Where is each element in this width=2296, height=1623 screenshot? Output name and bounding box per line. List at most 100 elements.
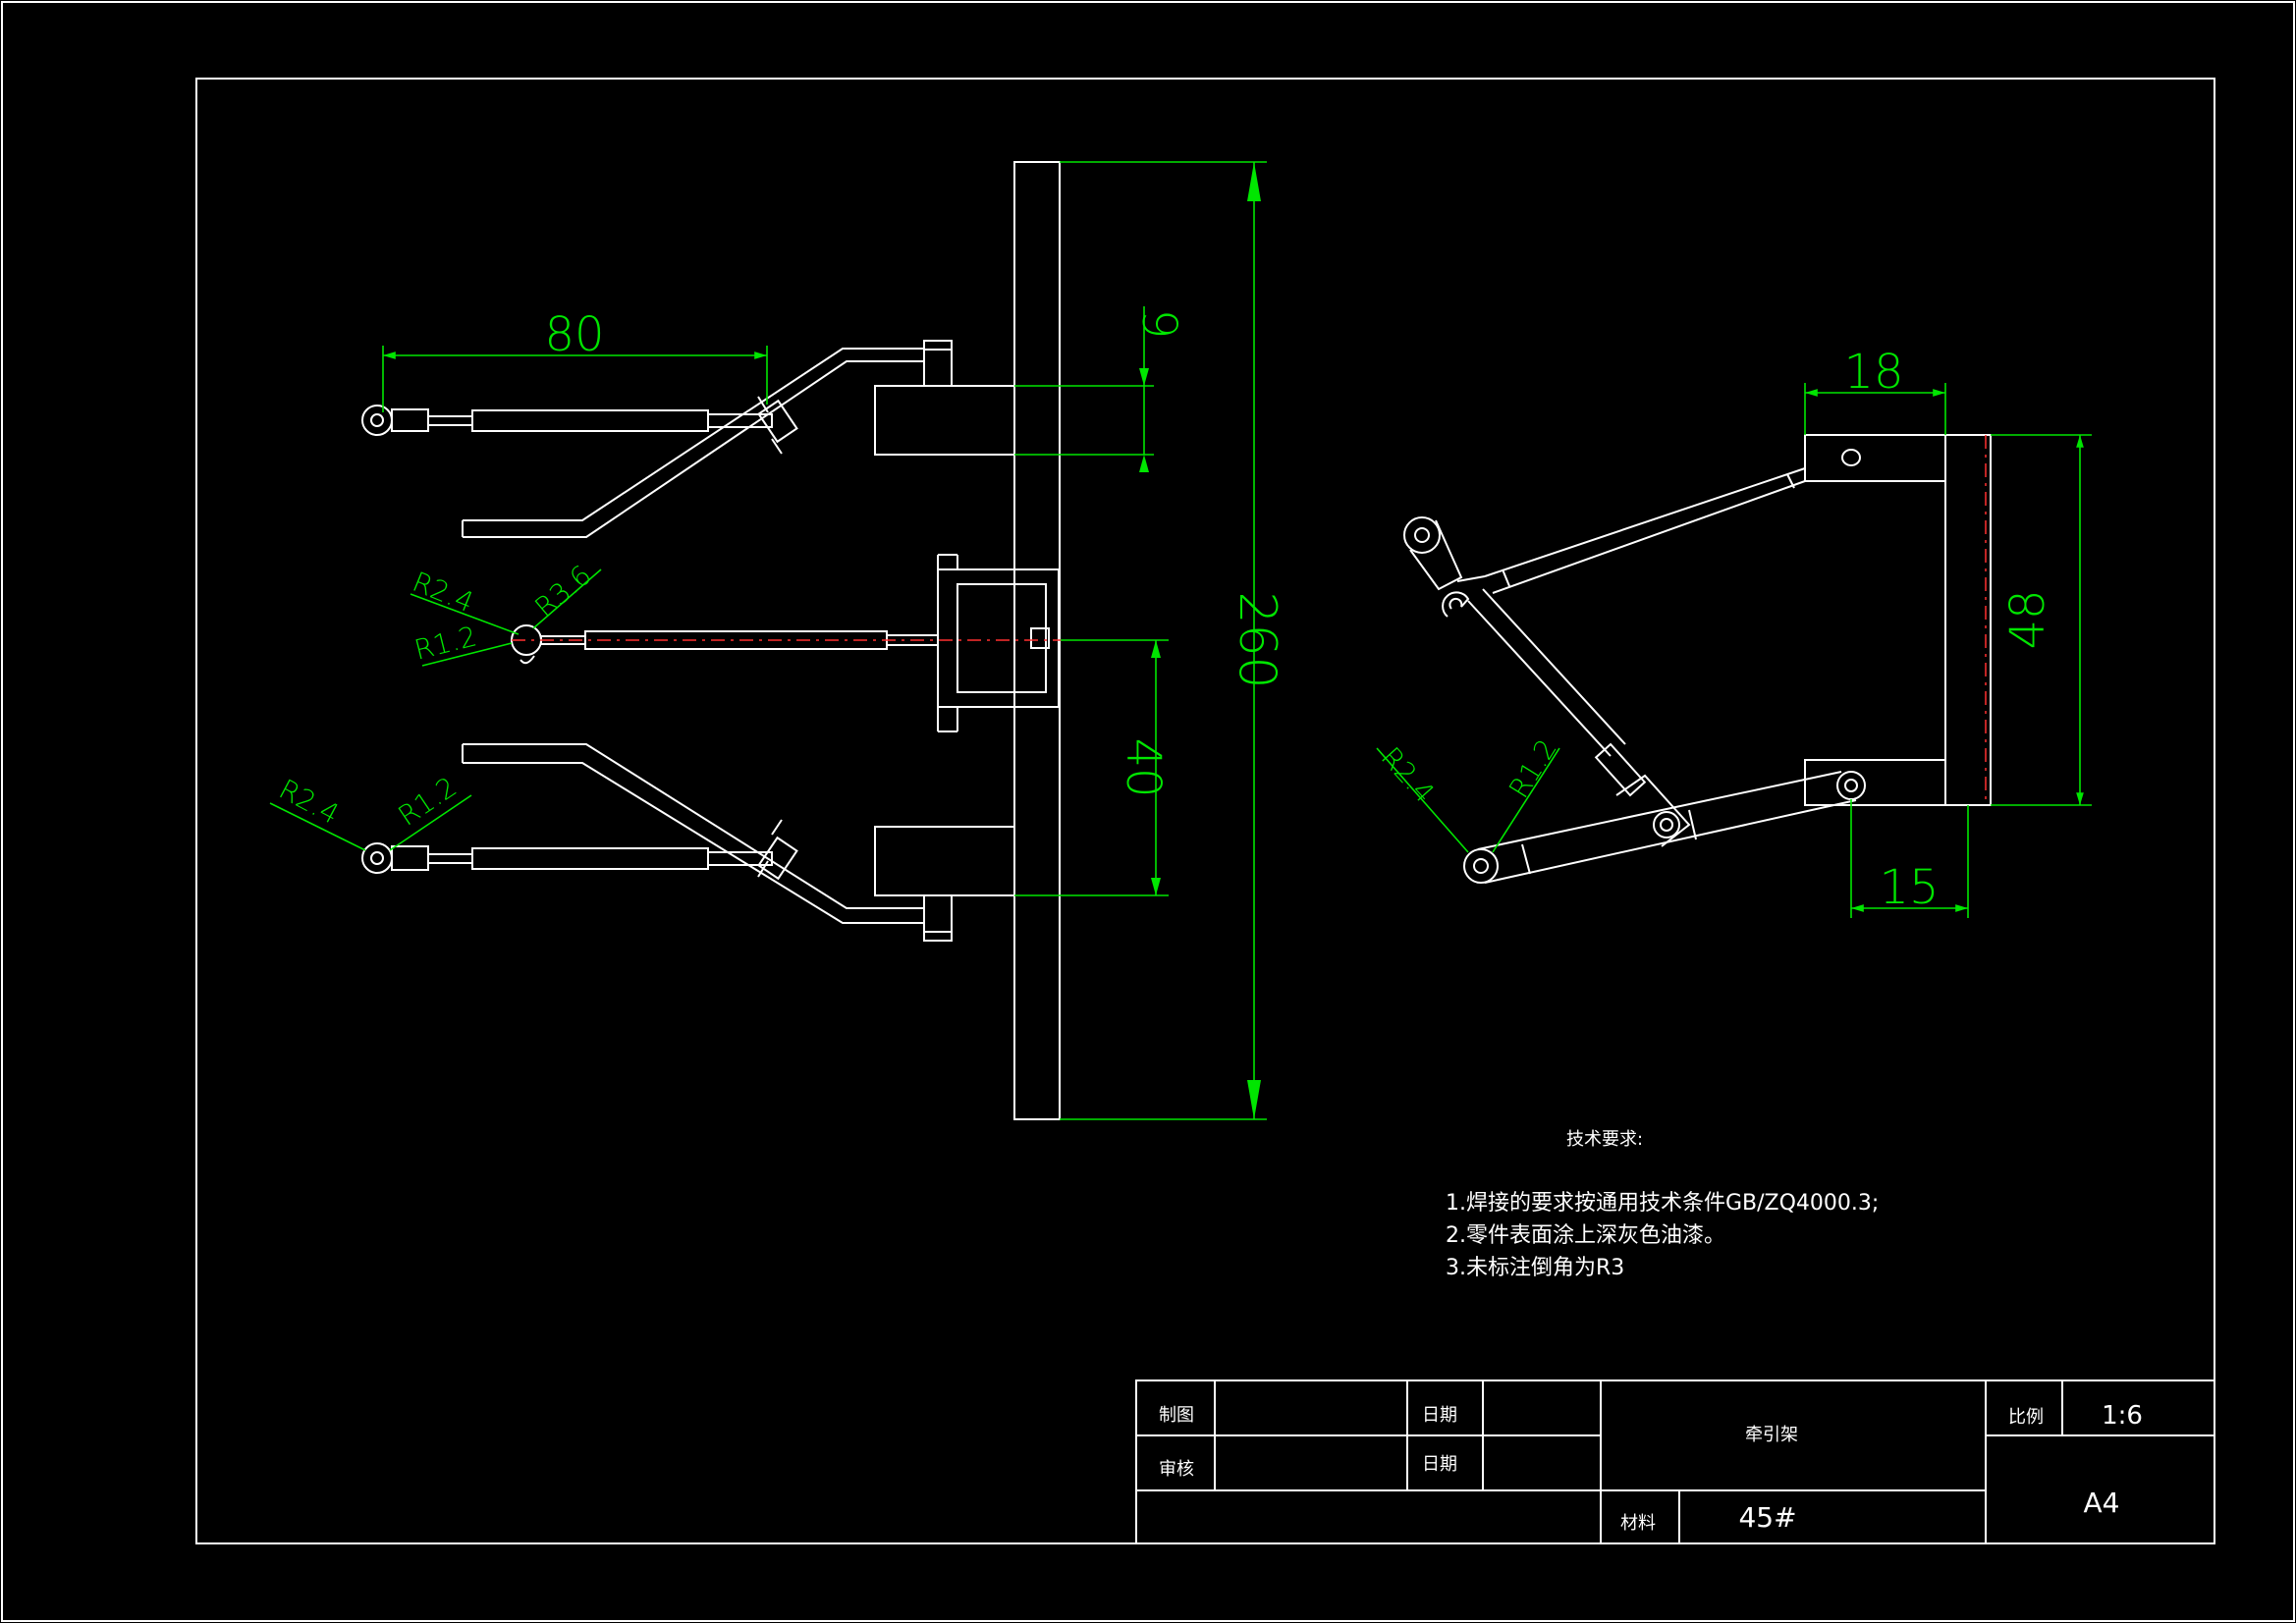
side-view: 18 48 15 R2.4 R1.2: [1375, 345, 2092, 918]
side-r24-text: R2.4: [1375, 741, 1441, 810]
tb-scale-value: 1:6: [2102, 1401, 2143, 1431]
upper-rod-joint: [757, 399, 798, 444]
lower-rod-eye-side: [1463, 848, 1499, 884]
dim260-arrow-top: [1247, 162, 1261, 201]
side-r24-leader: [1376, 747, 1469, 853]
strut-edge-b: [1482, 588, 1626, 745]
lower-lug-plate: [923, 894, 953, 942]
upper-mount-block: [874, 385, 1015, 456]
dim40-arrow-bottom: [1151, 878, 1161, 895]
r12-mid-text: R1.2: [411, 620, 480, 666]
upper-joint-pin-b: [771, 438, 783, 455]
lower-joint-eye: [1653, 811, 1680, 839]
upper-lug-plate: [923, 340, 953, 387]
lower-rod-eye: [361, 842, 393, 874]
upper-rod-tube: [471, 409, 709, 432]
lower-rod-tube: [471, 847, 709, 870]
upper-rod-clevis: [391, 408, 429, 432]
strut-edge-a: [1467, 600, 1612, 757]
upper-diag-edge-b: [1492, 480, 1806, 594]
side-bottom-eye-hole: [1844, 779, 1858, 792]
lower-joint-eye-hole: [1660, 818, 1673, 832]
middle-hitch-frame: [937, 568, 1060, 708]
title-block-frame: [1135, 1380, 2215, 1544]
title-block: 制图 审核 日期 日期 牵引架 材料 45# 比例 1:6 A4: [1135, 1380, 2215, 1544]
lower-diag-edge-b: [1484, 799, 1857, 884]
tech-req-item-1: 1.焊接的要求按通用技术条件GB/ZQ4000.3;: [1446, 1191, 1879, 1216]
lower-diag-sleeve-b: [1688, 809, 1697, 840]
dim40-text: 40: [1116, 737, 1171, 797]
tb-material-value: 45#: [1738, 1501, 1796, 1534]
lower-arm-outer: [463, 743, 924, 909]
r24-mid-text: R2.4: [408, 566, 478, 620]
r12-low-leader: [389, 794, 472, 851]
upper-diag-sleeve-a: [1786, 473, 1795, 489]
upper-clevis-link: [1456, 575, 1486, 582]
lower-arm-inner: [463, 762, 924, 924]
lower-rod-neck: [427, 853, 473, 864]
lower-diag-sleeve-a: [1521, 843, 1531, 875]
lower-joint-pin-b: [771, 819, 783, 836]
upper-clevis-eye-hole: [1414, 527, 1430, 543]
side-r12-leader: [1492, 747, 1560, 853]
side-top-bracket: [1804, 434, 1946, 482]
tech-req-item-2: 2.零件表面涂上深灰色油漆。: [1446, 1223, 1725, 1248]
lower-joint-pin-a: [757, 860, 769, 878]
dim40-arrow-top: [1151, 640, 1161, 658]
lower-rod-clevis: [391, 845, 429, 871]
dim15-text: 15: [1879, 860, 1939, 915]
lower-mount-block: [874, 826, 1015, 896]
upper-clevis-eye: [1403, 516, 1441, 554]
upper-rod-neck: [427, 415, 473, 426]
inner-border: [195, 78, 2215, 1544]
tb-scale-label: 比例: [2008, 1407, 2044, 1428]
r36-mid-text: R3.6: [528, 559, 597, 623]
dim18-text: 18: [1843, 345, 1903, 400]
side-bottom-bracket: [1804, 759, 1946, 806]
upper-diag-edge-a: [1484, 467, 1806, 577]
r24-low-leader: [269, 802, 366, 851]
lower-rod-eye-side-hole: [1473, 858, 1489, 874]
tb-material-label: 材料: [1620, 1513, 1656, 1534]
tech-req-heading: 技术要求:: [1566, 1129, 1643, 1150]
dim9-arrow-b: [1139, 455, 1149, 472]
tb-date-label-1: 日期: [1422, 1405, 1457, 1426]
top-view: 80 9 260 40 R2.4 R1.2 R3.6 R2.4 R1.2: [269, 161, 1286, 1120]
upper-rod-eye-hole: [370, 413, 384, 427]
tb-sheet-size: A4: [2084, 1487, 2120, 1519]
middle-rod-hook: [519, 655, 535, 665]
upper-diag-sleeve-b: [1502, 568, 1510, 587]
lower-rod-joint: [757, 836, 798, 881]
r12-mid-leader: [421, 642, 513, 667]
middle-hitch-inner: [957, 583, 1047, 693]
side-post: [1944, 434, 1992, 806]
tb-part-name: 牵引架: [1745, 1425, 1798, 1445]
tech-req-item-3: 3.未标注倒角为R3: [1446, 1256, 1624, 1280]
strut-sleeve: [1594, 742, 1647, 797]
upper-arm-outer: [463, 360, 924, 538]
upper-clevis-body: [1409, 519, 1463, 591]
lower-joint-clevis: [1615, 774, 1691, 847]
dim80-text: 80: [544, 307, 604, 362]
tb-drawn-label: 制图: [1159, 1405, 1194, 1426]
lower-rod-thread: [707, 851, 773, 866]
upper-rod-eye: [361, 405, 393, 436]
side-bottom-eye: [1836, 771, 1866, 800]
side-r12-text: R1.2: [1503, 733, 1563, 804]
lower-diag-edge-a: [1477, 771, 1842, 850]
side-top-hole: [1841, 449, 1861, 466]
dim9-text: 9: [1131, 309, 1186, 340]
r24-mid-leader: [410, 593, 519, 635]
r36-mid-leader: [532, 568, 602, 629]
dim48-text: 48: [2000, 589, 2055, 649]
middle-hitch-nut: [1030, 627, 1050, 649]
dim260-text: 260: [1228, 591, 1286, 688]
tb-date-label-2: 日期: [1422, 1454, 1457, 1475]
lower-rod-eye-hole: [370, 851, 384, 865]
r12-low-text: R1.2: [392, 771, 462, 833]
technical-requirements: 技术要求: 1.焊接的要求按通用技术条件GB/ZQ4000.3; 2.零件表面涂…: [1446, 1129, 1879, 1280]
dim260-arrow-bottom: [1247, 1080, 1261, 1119]
dim9-arrow-a: [1139, 368, 1149, 386]
